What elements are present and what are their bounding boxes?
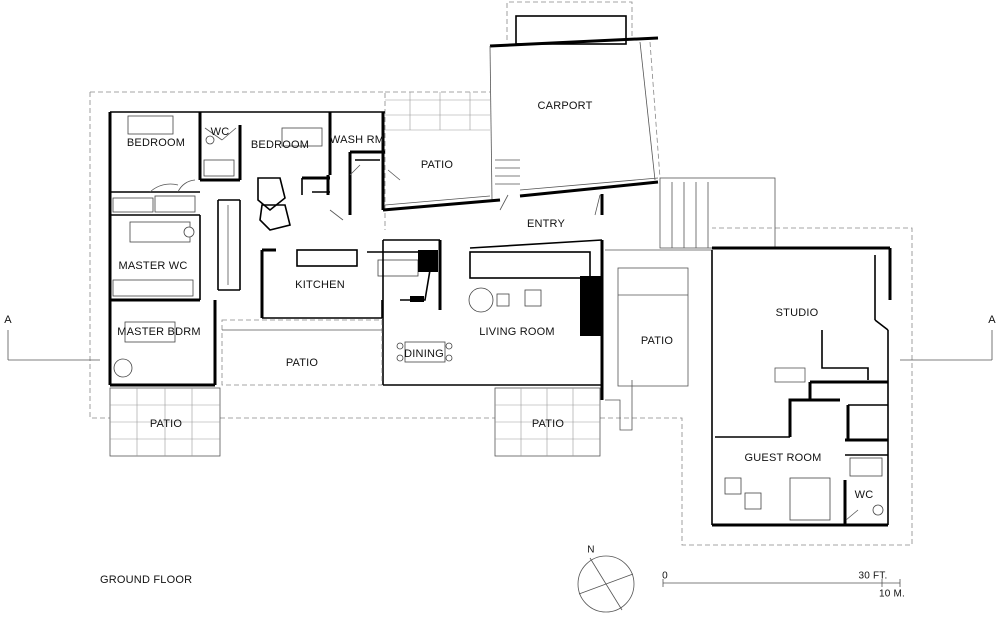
drawing-title: GROUND FLOOR	[100, 574, 193, 586]
room-label-patio-sw: PATIO	[149, 418, 183, 430]
room-label-carport: CARPORT	[537, 100, 593, 112]
carport-structure	[489, 15, 661, 201]
central-walls	[382, 180, 659, 400]
room-label-patio-south: PATIO	[531, 418, 565, 430]
living-furniture	[396, 287, 542, 363]
east-wing-walls	[711, 246, 892, 527]
kitchen-walls	[260, 248, 438, 319]
room-label-living-room: LIVING ROOM	[479, 326, 555, 338]
room-label-patio-north: PATIO	[420, 159, 454, 171]
room-label-patio-center: PATIO	[285, 357, 319, 369]
room-label-master-bdrm: MASTER BDRM	[117, 326, 201, 338]
room-label-entry: ENTRY	[526, 218, 566, 230]
fixtures	[112, 115, 323, 378]
room-label-bedroom-1: BEDROOM	[126, 137, 186, 149]
section-marker-right-label: A	[988, 314, 996, 326]
patio-center-outline	[221, 319, 383, 386]
section-marker-left	[7, 330, 100, 361]
scale-feet-label: 30 FT.	[858, 570, 888, 582]
scale-bar	[662, 579, 901, 587]
north-label: N	[587, 544, 595, 556]
room-label-studio: STUDIO	[775, 307, 819, 319]
section-marker-left-label: A	[4, 314, 12, 326]
roof-outline	[89, 1, 913, 546]
scale-meters-label: 10 M.	[878, 588, 906, 600]
patio-south-grid	[494, 387, 601, 457]
patio-east-outline	[605, 249, 712, 431]
west-wing-walls	[108, 111, 385, 387]
scale-zero-label: 0	[662, 570, 668, 582]
room-label-patio-east: PATIO	[640, 335, 674, 347]
room-label-kitchen: KITCHEN	[295, 279, 345, 291]
entry-stair	[659, 177, 776, 249]
room-label-guest-room: GUEST ROOM	[744, 452, 822, 464]
room-label-dining: DINING	[404, 348, 444, 360]
room-label-wc-1: WC	[210, 126, 230, 138]
patio-north-grid	[384, 92, 520, 206]
room-label-bedroom-2: BEDROOM	[250, 139, 310, 151]
doors	[149, 127, 601, 221]
patio-south-west-grid	[109, 387, 221, 457]
room-label-master-wc: MASTER WC	[118, 260, 188, 272]
section-marker-right	[900, 330, 993, 361]
north-arrow	[577, 555, 635, 613]
room-label-wc-2: WC	[854, 489, 874, 501]
room-label-wash-rm: WASH RM	[329, 134, 385, 146]
